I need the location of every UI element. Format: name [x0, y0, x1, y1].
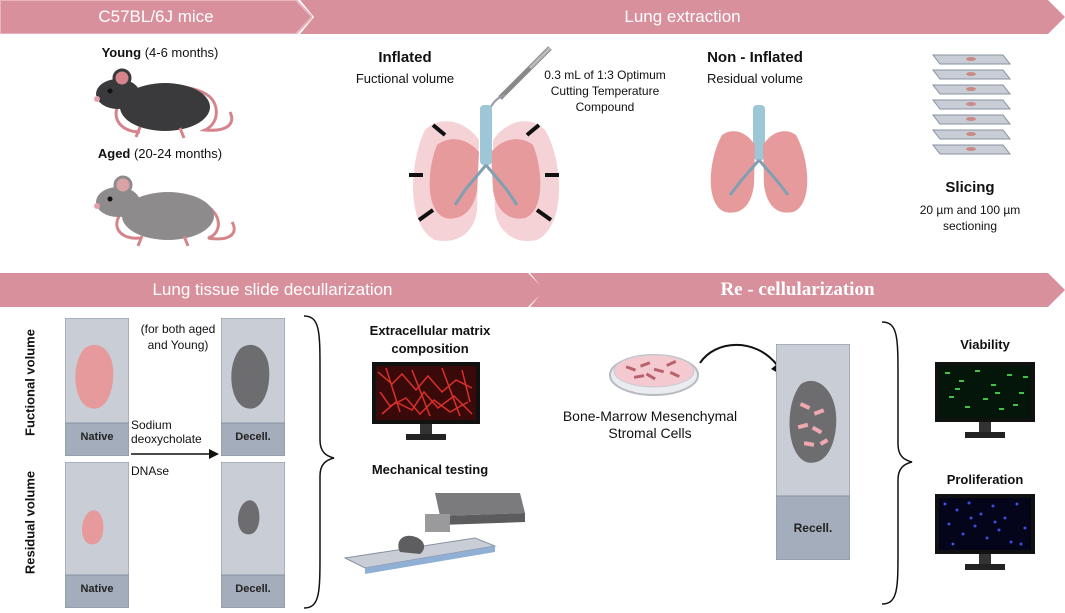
young-mouse-illustration [94, 68, 234, 139]
slide-native-residual: Native [64, 461, 130, 609]
recell-brace [881, 321, 913, 605]
decell-note-line1: (for both aged [140, 322, 216, 336]
reagent-sodium-line2: deoxycholate [131, 432, 202, 446]
viability-monitor [935, 362, 1035, 438]
banner-recell-shape [530, 273, 1065, 307]
decell-arrow [131, 449, 219, 459]
mechanical-testing-title: Mechanical testing [371, 462, 489, 477]
slicing-line1: 20 µm and 100 µm [919, 203, 1021, 217]
noninflated-lungs-illustration [710, 105, 808, 213]
slicing-line2: sectioning [942, 219, 998, 233]
banner-extraction: Lung extraction [300, 0, 1065, 34]
banner-decell-shape [0, 273, 545, 307]
banner-recell: Re - cellularization [530, 273, 1065, 307]
banner-extraction-label: Lung extraction [624, 7, 741, 26]
cells-label-line1: Bone-Marrow Mesenchymal [562, 408, 738, 424]
native-label: Native [80, 583, 114, 595]
young-label: Young (4-6 months) [60, 45, 260, 60]
oct-note-line2: Cutting Temperature [550, 84, 660, 98]
mechanical-tester-illustration [343, 493, 525, 574]
aged-label: Aged (20-24 months) [60, 146, 260, 161]
ecm-monitor [372, 362, 480, 440]
row-label-residual: Residual volume [22, 470, 38, 575]
decell-brace [303, 315, 335, 609]
banner-extraction-shape [300, 0, 1065, 34]
inflated-subtitle: Fuctional volume [355, 71, 455, 86]
slide-native-residual-glass [64, 461, 130, 609]
slide-decell-residual: Decell. [220, 461, 286, 609]
aged-label-age: (20-24 months) [130, 146, 223, 161]
aged-label-bold: Aged [97, 146, 131, 161]
slide-stack-illustration [931, 54, 1012, 155]
slide-decell-residual-glass [220, 461, 286, 609]
native-label: Native [80, 431, 114, 443]
oct-note-line1: 0.3 mL of 1:3 Optimum [544, 68, 666, 82]
young-label-bold: Young [101, 45, 142, 60]
reagent-sodium-line1: Sodium [131, 418, 172, 432]
recell-label: Recell. [793, 521, 833, 535]
slide-recell-glass [775, 343, 851, 561]
banner-recell-label: Re - cellularization [720, 279, 875, 300]
banner-mice-label: C57BL/6J mice [98, 7, 214, 26]
slide-recell: Recell. [775, 343, 851, 561]
banner-mice: C57BL/6J mice [0, 0, 312, 34]
aged-mouse-illustration [94, 175, 236, 247]
petri-dish-illustration [609, 354, 699, 396]
noninflated-title: Non - Inflated [707, 49, 803, 66]
ecm-title-line2: composition [391, 341, 469, 356]
banner-decell: Lung tissue slide decullarization [0, 273, 545, 307]
inflated-title: Inflated [378, 49, 432, 66]
cells-label-line2: Stromal Cells [608, 425, 692, 441]
banner-mice-shape [0, 0, 312, 34]
decell-note-line2: and Young) [147, 338, 209, 352]
proliferation-title: Proliferation [946, 472, 1024, 487]
slide-decell-functional: Decell. [220, 317, 286, 457]
oct-note-line3: Compound [575, 100, 635, 114]
ecm-title-line1: Extracellular matrix [369, 323, 491, 338]
slicing-title: Slicing [945, 179, 995, 196]
decell-label: Decell. [235, 431, 271, 443]
noninflated-subtitle: Residual volume [706, 71, 804, 86]
row-label-functional: Fuctional volume [22, 329, 38, 436]
young-label-age: (4-6 months) [141, 45, 219, 60]
banner-decell-label: Lung tissue slide decullarization [152, 280, 393, 299]
inflated-lungs-illustration [409, 46, 560, 241]
reagent-dnase: DNAse [131, 464, 170, 478]
proliferation-monitor [935, 494, 1035, 570]
decell-label: Decell. [235, 583, 271, 595]
viability-title: Viability [960, 337, 1010, 352]
